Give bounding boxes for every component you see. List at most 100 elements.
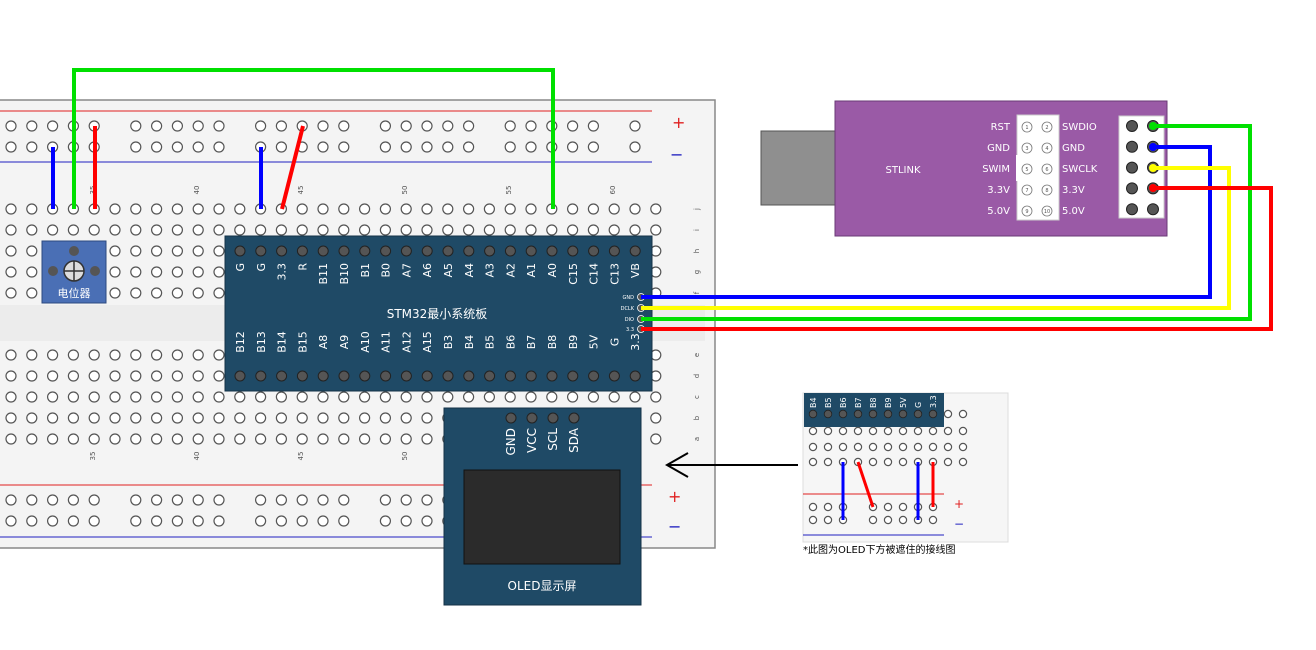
breadboard-hole [130,245,142,257]
breadboard-hole [213,224,225,236]
breadboard-hole [400,224,412,236]
stlink-pin-number: 6 [1045,167,1048,173]
stm32-pin [359,370,371,382]
stm32-pin-label: A7 [400,263,413,278]
oled-pin [505,412,517,424]
stm32-pin [317,245,329,257]
inset-hole [868,457,878,467]
rail-hole [151,494,163,506]
breadboard-hole [255,433,267,445]
breadboard-hole [171,412,183,424]
breadboard-hole [130,224,142,236]
inset-hole [838,426,848,436]
breadboard-hole [566,203,579,215]
breadboard-hole [46,433,59,445]
inset-rail-hole [883,515,893,525]
breadboard-hole [338,224,350,236]
potentiometer[interactable]: 电位器 [41,240,107,304]
stm32-pin-label: B13 [255,331,268,353]
inset-hole [808,426,818,436]
stlink-pin-number: 2 [1045,125,1048,131]
breadboard-hole [296,203,308,215]
breadboard-hole [192,266,204,278]
rail-hole [338,494,350,506]
stm32-pin [380,370,392,382]
rail-hole [192,120,204,132]
stm32-pin-label: A9 [338,335,351,350]
rail-hole [151,515,163,527]
breadboard-hole [171,224,183,236]
inset-minus: − [954,517,964,531]
breadboard-hole [67,412,80,424]
oled-pin-label: SDA [567,427,581,453]
stm32-pin [442,245,454,257]
stm32-pin-label: A10 [359,331,372,353]
stlink-usb-plug [760,130,838,206]
breadboard-hole [421,224,433,236]
breadboard-hole [171,287,183,299]
breadboard-hole [608,203,620,215]
column-number: 50 [401,452,409,461]
rail-hole [400,120,412,132]
inset-hole [853,442,863,452]
stm32-pin-label: G [255,263,268,272]
rail-hole [171,120,183,132]
breadboard-hole [151,266,163,278]
breadboard-hole [192,224,204,236]
stm32-pin [255,370,267,382]
inset-hole [958,457,968,467]
wire-yellow-swclk [641,166,1231,310]
stm32-pin [400,245,412,257]
inset-rail-hole [823,515,833,525]
stlink-right-label: 3.3V [1062,185,1085,196]
stm32-pin [338,370,350,382]
rail-hole [46,120,59,132]
stm32-pin [296,370,308,382]
rail-hole [317,515,329,527]
rail-hole [46,515,59,527]
stm32-pin [276,370,288,382]
stm32-pin-label: B9 [567,335,580,350]
oled-pin-label: VCC [525,428,539,453]
breadboard-hole [171,203,183,215]
column-number: 60 [609,186,617,195]
stlink-key-notch [1016,155,1020,181]
wire-red-3v3-stm [280,125,305,210]
rail-hole [338,515,350,527]
rail-hole [317,120,329,132]
stlink-programmer[interactable]: STLINK RSTGNDSWIM3.3V5.0VSWDIOGNDSWCLK3.… [760,100,1168,237]
row-letter: b [693,415,701,420]
breadboard-hole [26,349,38,361]
breadboard-hole [421,203,433,215]
oled-pin [568,412,580,424]
stlink-pinout-circle [1021,121,1033,133]
row-letter: f [693,291,701,294]
rail-hole [400,515,412,527]
inset-hole [928,442,938,452]
row-letter: i [693,229,701,231]
top-rail-minus: − [670,145,683,164]
breadboard-hole [359,224,371,236]
stm32-pin-label: A2 [504,263,517,278]
stm32-pin-label: 3.3 [276,263,289,281]
breadboard-hole [192,287,204,299]
inset-rail-hole [823,502,833,512]
breadboard-hole [338,412,350,424]
inset-hole [868,426,878,436]
bottom-rail-minus: − [668,517,681,536]
breadboard-hole [338,391,350,403]
breadboard-hole [213,349,225,361]
row-letter: g [693,270,701,274]
breadboard-hole [67,370,80,382]
stm32-pin [296,245,308,257]
stm32-pin-label: B1 [359,263,372,278]
stm32-pin-label: VB [629,263,642,278]
breadboard-hole [400,203,412,215]
row-letter: e [693,353,701,357]
inset-hole [943,457,953,467]
